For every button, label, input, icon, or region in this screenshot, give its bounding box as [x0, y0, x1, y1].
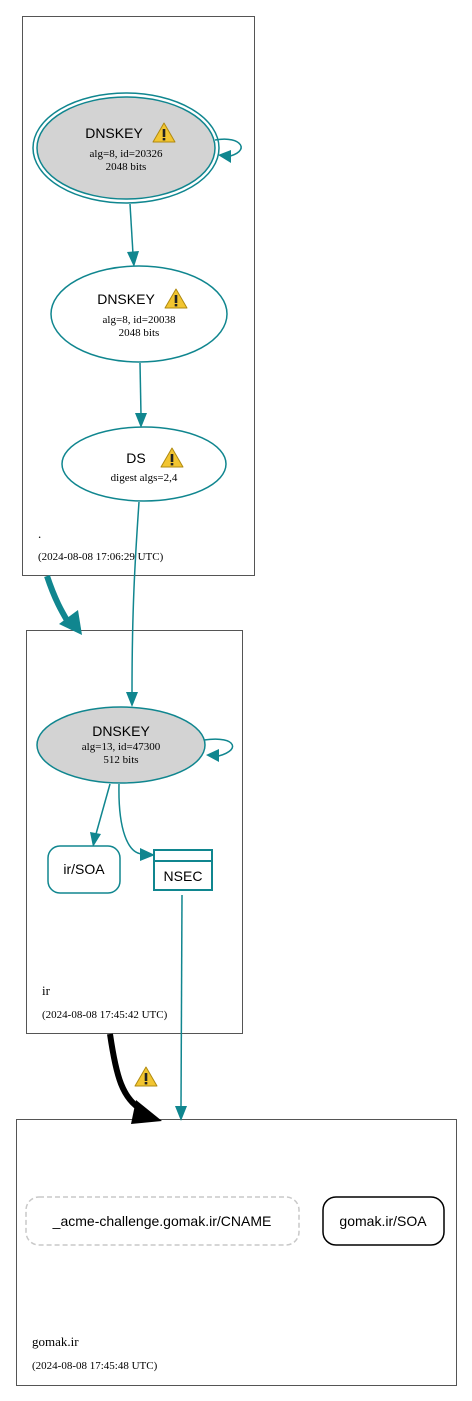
root-ksk-node[interactable]: DNSKEY alg=8, id=20326 2048 bits — [32, 92, 220, 204]
root-ksk-line1: alg=8, id=20326 — [90, 148, 163, 160]
gomak-cname-label: _acme-challenge.gomak.ir/CNAME — [52, 1213, 272, 1229]
zone-gomak-box — [16, 1119, 457, 1386]
zone-ir-timestamp: (2024-08-08 17:45:42 UTC) — [42, 1009, 168, 1021]
gomak-soa-node[interactable]: gomak.ir/SOA — [322, 1196, 445, 1246]
ir-soa-node[interactable]: ir/SOA — [47, 845, 121, 894]
edge-ir-ksk-to-soa — [90, 783, 111, 847]
edge-ds-to-ir-ksk — [126, 501, 140, 707]
ir-nsec-node[interactable]: NSEC — [153, 849, 213, 891]
ir-ds-node[interactable]: DS digest algs=2,4 — [61, 426, 227, 502]
edge-ir-ksk-to-nsec — [118, 783, 155, 861]
edge-zone-root-to-ir — [44, 575, 82, 635]
ir-soa-label: ir/SOA — [63, 861, 105, 877]
root-zsk-node[interactable]: DNSKEY alg=8, id=20038 2048 bits — [50, 265, 228, 363]
edge-ir-ksk-self-loop — [203, 738, 234, 762]
zone-ir-name: ir — [42, 983, 51, 998]
root-ksk-title: DNSKEY — [85, 125, 143, 141]
gomak-cname-node[interactable]: _acme-challenge.gomak.ir/CNAME — [25, 1196, 300, 1246]
ir-ds-line1: digest algs=2,4 — [111, 472, 178, 484]
gomak-soa-label: gomak.ir/SOA — [339, 1213, 427, 1229]
edge-root-ksk-self-loop — [214, 138, 242, 163]
ir-ksk-line2: 512 bits — [103, 754, 138, 766]
root-zsk-title: DNSKEY — [97, 291, 155, 307]
root-zsk-line2: 2048 bits — [119, 327, 160, 339]
ir-ksk-node[interactable]: DNSKEY alg=13, id=47300 512 bits — [36, 706, 206, 784]
edge-root-zsk-to-ds — [135, 362, 147, 428]
root-ksk-line2: 2048 bits — [106, 161, 147, 173]
zone-gomak-timestamp: (2024-08-08 17:45:48 UTC) — [32, 1360, 158, 1372]
ir-nsec-label: NSEC — [164, 868, 203, 884]
ir-ds-title: DS — [126, 450, 145, 466]
delegation-warning-icon — [134, 1066, 158, 1087]
zone-root-box — [22, 16, 255, 576]
root-zsk-line1: alg=8, id=20038 — [103, 314, 176, 326]
zone-gomak-name: gomak.ir — [32, 1334, 79, 1349]
zone-ir-box — [26, 630, 243, 1034]
zone-root-timestamp: (2024-08-08 17:06:29 UTC) — [38, 551, 164, 563]
ir-ksk-title: DNSKEY — [92, 723, 150, 739]
zone-root-name: . — [38, 526, 41, 541]
ir-ksk-line1: alg=13, id=47300 — [82, 741, 161, 753]
edge-root-ksk-to-zsk — [127, 203, 139, 267]
edge-zone-ir-to-gomak — [107, 1033, 162, 1124]
edge-nsec-to-gomak — [175, 894, 187, 1121]
